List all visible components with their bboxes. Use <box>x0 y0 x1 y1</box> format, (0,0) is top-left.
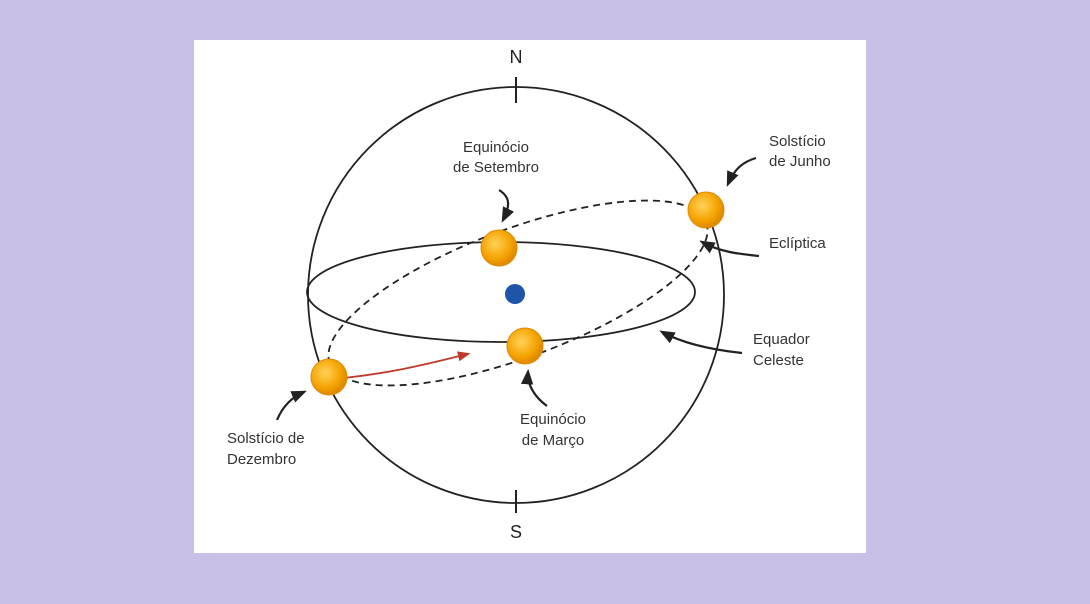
north-pole-label: N <box>510 47 523 67</box>
sun-equinox-march <box>506 327 544 365</box>
arrow-ecliptic <box>699 240 760 258</box>
label-equinox-march-line2: de Março <box>522 432 585 449</box>
arrow-solstice-december <box>275 390 307 421</box>
label-solstice-december-line2: Dezembro <box>227 451 296 468</box>
arrow-equinox-march <box>520 368 548 407</box>
label-equinox-september-line2: de Setembro <box>453 159 539 176</box>
sun-equinox-september <box>480 229 518 267</box>
label-equinox-september-line1: Equinócio <box>463 139 529 156</box>
arrow-equinox-september <box>498 189 515 223</box>
south-pole-label: S <box>510 522 522 542</box>
label-solstice-december-line1: Solstício de <box>227 430 305 447</box>
label-celestial-equator-line1: Equador <box>753 331 810 348</box>
label-equinox-march-line1: Equinócio <box>520 411 586 428</box>
earth <box>505 284 525 304</box>
celestial-sphere-diagram: N S Equinócio de Setembro Solstício de J… <box>227 47 831 542</box>
label-celestial-equator-line2: Celeste <box>753 352 804 369</box>
arrow-solstice-june <box>726 156 757 187</box>
diagram-card: N S Equinócio de Setembro Solstício de J… <box>194 40 866 553</box>
sun-solstice-december <box>310 358 348 396</box>
label-solstice-june-line2: de Junho <box>769 153 831 170</box>
label-solstice-june-line1: Solstício <box>769 133 826 150</box>
label-ecliptic: Eclíptica <box>769 235 826 252</box>
sun-solstice-june <box>687 191 725 229</box>
sun-motion-arrow <box>343 351 471 379</box>
arrow-celestial-equator <box>659 330 743 355</box>
